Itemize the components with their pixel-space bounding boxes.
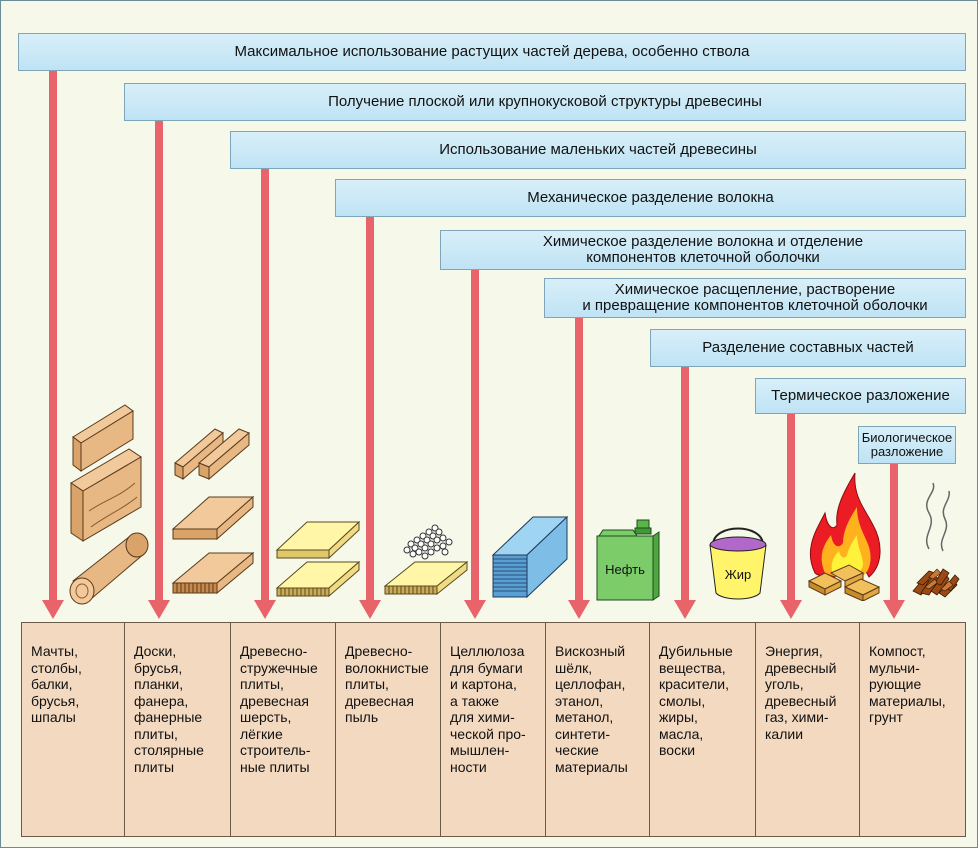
products-row: Мачты, столбы, балки, брусья, шпалы Доск… xyxy=(21,622,966,837)
product-text: Древесно- волокнистые плиты, древесная п… xyxy=(345,643,429,725)
band-text: Биологическое разложение xyxy=(861,430,953,459)
arrow-8 xyxy=(780,412,802,619)
arrow-1 xyxy=(42,69,64,619)
compost-icon xyxy=(912,482,960,598)
fire-icon xyxy=(807,472,881,601)
product-text: Энергия, древесный уголь, древесный газ,… xyxy=(765,643,837,742)
band-level-7: Разделение составных частей xyxy=(650,329,966,367)
product-cell-6: Вискозный шёлк, целлофан, этанол, метано… xyxy=(546,623,650,836)
band-text: Химическое расщепление, растворение и пр… xyxy=(582,281,928,314)
band-level-8: Термическое разложение xyxy=(755,378,966,414)
product-text: Вискозный шёлк, целлофан, этанол, метано… xyxy=(555,643,628,775)
band-text: Термическое разложение xyxy=(771,387,950,404)
band-level-1: Максимальное использование растущих част… xyxy=(18,33,966,71)
band-level-6: Химическое расщепление, растворение и пр… xyxy=(544,278,966,318)
product-cell-7: Дубильные вещества, красители, смолы, жи… xyxy=(650,623,756,836)
band-level-9: Биологическое разложение xyxy=(858,426,956,464)
product-cell-3: Древесно- стружечные плиты, древесная ше… xyxy=(231,623,336,836)
product-cell-5: Целлюлоза для бумаги и картона, а также … xyxy=(441,623,546,836)
band-level-3: Использование маленьких частей древесины xyxy=(230,131,966,169)
product-cell-4: Древесно- волокнистые плиты, древесная п… xyxy=(336,623,441,836)
product-cell-9: Компост, мульчи- рующие материалы, грунт xyxy=(860,623,967,836)
band-text: Получение плоской или крупнокусковой стр… xyxy=(328,93,762,110)
band-text: Химическое разделение волокна и отделени… xyxy=(542,233,864,266)
band-level-4: Механическое разделение волокна xyxy=(335,179,966,217)
product-text: Древесно- стружечные плиты, древесная ше… xyxy=(240,643,318,775)
product-text: Компост, мульчи- рующие материалы, грунт xyxy=(869,643,946,725)
product-text: Целлюлоза для бумаги и картона, а также … xyxy=(450,643,526,775)
product-cell-8: Энергия, древесный уголь, древесный газ,… xyxy=(756,623,860,836)
arrow-9 xyxy=(883,462,905,619)
band-text: Использование маленьких частей древесины xyxy=(439,141,757,158)
product-text: Доски, брусья, планки, фанера, фанерные … xyxy=(134,643,204,775)
product-text: Дубильные вещества, красители, смолы, жи… xyxy=(659,643,733,758)
band-level-5: Химическое разделение волокна и отделени… xyxy=(440,230,966,270)
arrow-3 xyxy=(254,167,276,619)
arrow-2 xyxy=(148,119,170,619)
product-cell-2: Доски, брусья, планки, фанера, фанерные … xyxy=(125,623,231,836)
band-text: Разделение составных частей xyxy=(702,339,914,356)
band-text: Механическое разделение волокна xyxy=(527,189,774,206)
fat-bucket-icon: Жир xyxy=(709,527,767,600)
wood-logs-icon xyxy=(69,404,149,605)
chipboard-icon xyxy=(275,520,361,598)
arrow-7 xyxy=(674,365,696,619)
band-level-2: Получение плоской или крупнокусковой стр… xyxy=(124,83,966,121)
band-text: Максимальное использование растущих част… xyxy=(234,43,750,60)
oil-canister-icon: Нефть xyxy=(596,519,660,601)
bucket-label: Жир xyxy=(725,567,752,582)
arrow-5 xyxy=(464,268,486,619)
product-text: Мачты, столбы, балки, брусья, шпалы xyxy=(31,643,82,725)
boards-icon xyxy=(171,428,255,595)
fiberboard-icon xyxy=(383,524,469,596)
arrow-4 xyxy=(359,215,381,619)
canister-label: Нефть xyxy=(605,562,645,577)
paper-stack-icon xyxy=(491,515,569,599)
product-cell-1: Мачты, столбы, балки, брусья, шпалы xyxy=(22,623,125,836)
arrow-6 xyxy=(568,316,590,619)
